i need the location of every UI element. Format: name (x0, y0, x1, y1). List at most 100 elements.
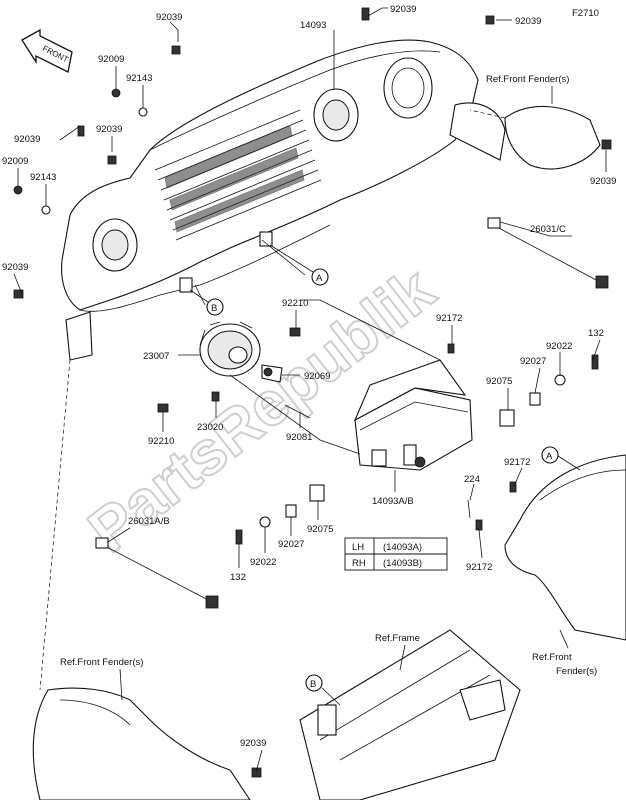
ref-front-fender-top: Ref.Front Fender(s) (486, 74, 569, 85)
bolt-132-lower (235, 529, 243, 545)
collar-92075-lower (309, 484, 325, 502)
spring-92081 (284, 404, 311, 419)
callout-b-upper: B (189, 289, 224, 316)
grommet-b (179, 277, 193, 293)
label-224: 224 (464, 474, 480, 485)
callout-a-lower: A (541, 446, 581, 471)
label-26031c: 26031/C (530, 224, 566, 235)
label-92172-mid: 92172 (504, 457, 530, 468)
clip-92039-lower-left (13, 289, 24, 299)
label-92039-top-center: 92039 (390, 4, 416, 15)
collar-92027-lower (285, 504, 297, 518)
label-92009-top: 92009 (98, 54, 124, 65)
nut-23020 (211, 391, 220, 402)
part-number-labels: 92039 92039 92039 14093 92009 92143 9203… (2, 4, 616, 749)
screw-92172-mid (509, 481, 517, 493)
label-92039-left: 92039 (14, 134, 40, 145)
clip-92039-right (601, 139, 612, 150)
adjuster-rod-26031c (487, 217, 609, 289)
label-92039-lower-left: 92039 (2, 262, 28, 273)
bolt-92009-top (111, 88, 121, 98)
ref-front-fender-right-line2: Fender(s) (556, 666, 597, 677)
reference-labels: Ref.Front Fender(s) Ref.Front Fender(s) … (60, 74, 597, 701)
clip-92039-top-left (171, 45, 181, 55)
figure-code: F2710 (572, 8, 599, 19)
label-92027-lower: 92027 (278, 539, 304, 550)
bolt-224 (467, 499, 471, 519)
label-14093ab: 14093A/B (372, 496, 414, 507)
front-fender-right-ref (504, 454, 626, 641)
washer-92022-upper (554, 374, 566, 386)
label-132-upper: 132 (588, 328, 604, 339)
label-92210-lower: 92210 (148, 436, 174, 447)
variant-row-rh-part: (14093B) (383, 558, 422, 569)
label-92069: 92069 (304, 371, 330, 382)
variant-row-lh-side: LH (352, 542, 364, 553)
svg-text:A: A (546, 451, 553, 462)
svg-text:A: A (316, 273, 323, 284)
adjuster-rod-26031ab (95, 537, 219, 609)
leader-lines (13, 7, 607, 773)
svg-text:B: B (310, 679, 316, 690)
clip-92039-top-center (361, 7, 370, 21)
label-92172-upper: 92172 (436, 313, 462, 324)
label-92039-right: 92039 (590, 176, 616, 187)
label-92081: 92081 (286, 432, 312, 443)
label-26031ab: 26031A/B (128, 516, 170, 527)
callout-a-upper: A (269, 244, 329, 286)
ref-frame: Ref.Frame (375, 633, 420, 644)
front-arrow-icon: FRONT (21, 28, 73, 73)
label-92039-top-left: 92039 (156, 12, 182, 23)
washer-92143-top (138, 107, 148, 117)
label-92210-upper: 92210 (282, 298, 308, 309)
lamp-housing-14093ab (353, 359, 473, 471)
front-fender-top-ref (469, 106, 601, 170)
grille-slats (154, 109, 322, 241)
clip-fasteners (13, 7, 612, 778)
clip-92039-left (77, 125, 85, 137)
grommet-a (259, 231, 273, 247)
label-92075-upper: 92075 (486, 376, 512, 387)
svg-text:B: B (211, 303, 217, 314)
bulb-92069 (261, 364, 283, 383)
label-14093: 14093 (300, 20, 326, 31)
collar-92027-upper (529, 392, 541, 406)
label-92143-left: 92143 (30, 172, 56, 183)
label-92172-lower: 92172 (466, 562, 492, 573)
screw-92172-upper (447, 343, 455, 354)
collar-92075-upper (499, 409, 515, 427)
variant-row-rh-side: RH (352, 558, 366, 569)
label-132-lower: 132 (230, 572, 246, 583)
label-92022-upper: 92022 (546, 341, 572, 352)
clip-92039-mid-left (107, 155, 117, 165)
variant-table: LH (14093A) RH (14093B) (344, 537, 448, 571)
label-92027-upper: 92027 (520, 356, 546, 367)
washer-92022-lower (259, 516, 271, 528)
clip-92210-upper (289, 327, 301, 337)
variant-row-lh-part: (14093A) (383, 542, 422, 553)
washer-92143-left (41, 205, 51, 215)
label-92039-bottom: 92039 (240, 738, 266, 749)
frame-ref (299, 629, 521, 800)
callout-b-lower: B (305, 674, 341, 706)
ref-front-fender-right-line1: Ref.Front (532, 652, 572, 663)
front-fender-left-ref (32, 359, 251, 800)
label-92143-top: 92143 (126, 73, 152, 84)
headlight-assembly-23007 (199, 321, 261, 377)
label-92075-lower: 92075 (307, 524, 333, 535)
bolt-92009-left (13, 185, 23, 195)
bolt-132-upper (591, 354, 599, 370)
label-92022-lower: 92022 (250, 557, 276, 568)
front-grille-panel (61, 39, 506, 361)
screw-92172-lower (475, 519, 483, 531)
panel-headlight-opening-far-right (383, 57, 433, 119)
ref-front-fender-left: Ref.Front Fender(s) (60, 657, 143, 668)
clip-92039-bottom (251, 767, 262, 778)
label-92039-mid-left: 92039 (96, 124, 122, 135)
label-23020: 23020 (197, 422, 223, 433)
label-92009-left: 92009 (2, 156, 28, 167)
label-92039-top-right: 92039 (515, 16, 541, 27)
clip-92039-top-right (485, 15, 495, 25)
